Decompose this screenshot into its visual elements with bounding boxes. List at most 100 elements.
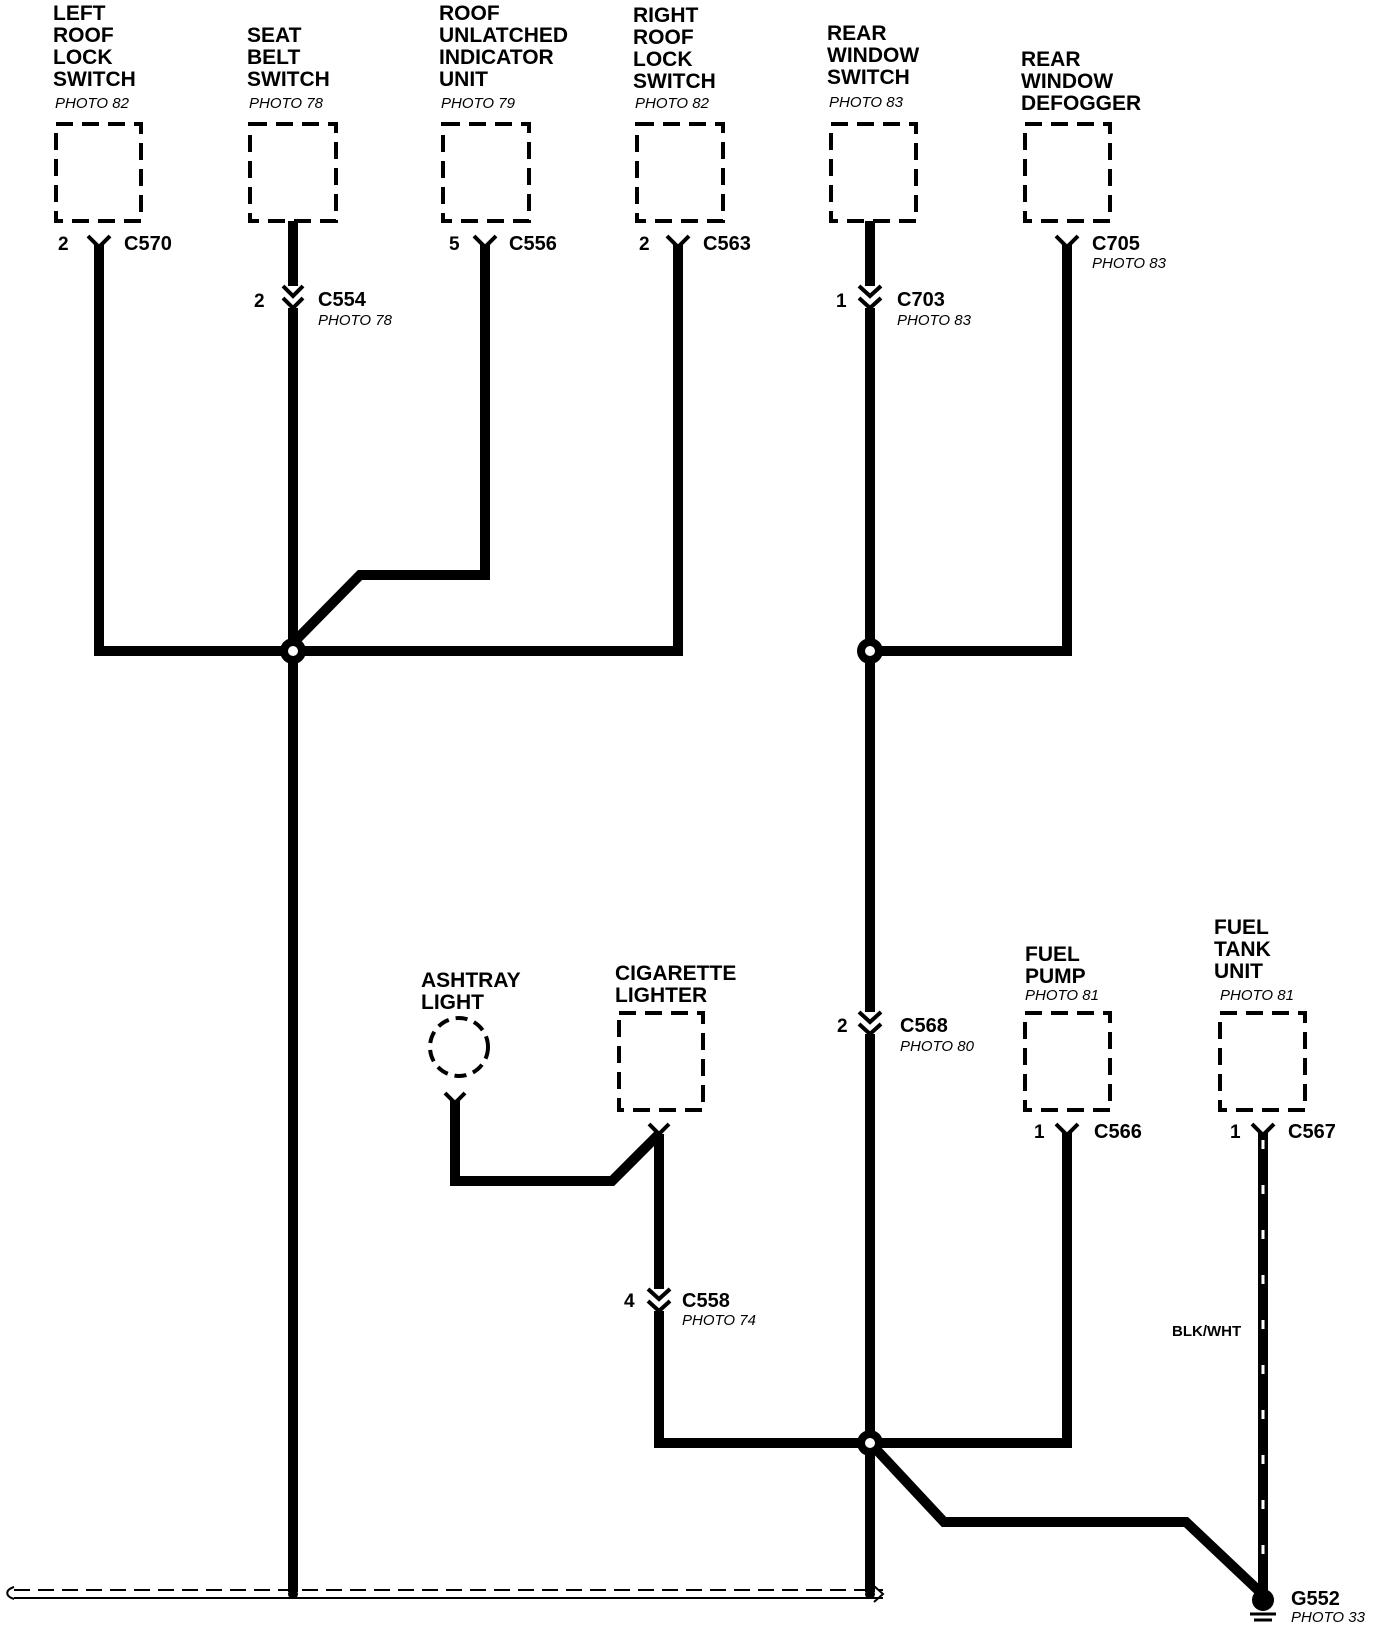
bottom-continuation [6, 1585, 885, 1603]
c563-name: C563 [703, 233, 751, 255]
right-roof-lock-switch-box [635, 122, 725, 223]
rear-window-defogger-label-1: REAR [1021, 48, 1081, 71]
rear-window-switch-label-3: SWITCH [827, 66, 910, 89]
left-roof-lock-switch-box [54, 122, 143, 223]
cigarette-lighter: CIGARETTE LIGHTER [615, 962, 736, 1137]
c558-terminal-upper [646, 1287, 672, 1302]
c570-name: C570 [124, 233, 172, 255]
c554-name: C554 [318, 289, 367, 311]
fuel-tank-unit: FUEL TANK UNIT PHOTO 81 [1214, 916, 1307, 1112]
c558-name: C558 [682, 1290, 730, 1312]
fuel-tank-unit-box [1218, 1011, 1307, 1112]
ground-g552: G552 PHOTO 33 [1250, 1588, 1366, 1626]
wire-cigarette-lighter-lower [654, 1311, 870, 1448]
c703-terminal-lower [857, 296, 883, 311]
c558-pin: 4 [624, 1291, 635, 1312]
c563-pin: 2 [639, 234, 650, 255]
fuel-pump-box [1023, 1011, 1112, 1112]
continuation-break-right [873, 1585, 885, 1603]
ground-symbol [1252, 1589, 1274, 1611]
rear-window-defogger: REAR WINDOW DEFOGGER [1021, 48, 1141, 223]
rear-window-switch-photo: PHOTO 83 [829, 94, 904, 111]
fuel-pump: FUEL PUMP PHOTO 81 [1023, 943, 1112, 1112]
c703-photo: PHOTO 83 [897, 312, 972, 329]
c558-photo: PHOTO 74 [682, 1312, 756, 1329]
wire-rear-defogger [870, 245, 1072, 656]
roof-unlatched-indicator-label-2: UNLATCHED [439, 24, 568, 47]
rear-window-switch-label-1: REAR [827, 22, 887, 45]
trunk-right-node [865, 1589, 875, 1599]
fuel-tank-unit-label-2: TANK [1214, 938, 1271, 961]
splice-right-lower-center [865, 1438, 875, 1448]
right-roof-lock-switch-photo: PHOTO 82 [635, 95, 710, 112]
left-roof-lock-switch-label-4: SWITCH [53, 68, 136, 91]
c705-name: C705 [1092, 233, 1140, 255]
c568-terminal-upper [857, 1010, 883, 1025]
ashtray-light: ASHTRAY LIGHT [421, 969, 521, 1106]
continuation-break-left [6, 1586, 15, 1600]
splice-left-center [288, 646, 298, 656]
rear-window-switch: REAR WINDOW SWITCH PHOTO 83 [827, 22, 919, 223]
right-roof-lock-switch-label-4: SWITCH [633, 70, 716, 93]
ashtray-light-symbol [428, 1016, 490, 1078]
right-roof-lock-switch-label-3: LOCK [633, 48, 693, 71]
trunk-left-node [288, 1589, 298, 1599]
fuel-pump-photo: PHOTO 81 [1025, 987, 1099, 1004]
rear-window-defogger-label-3: DEFOGGER [1021, 92, 1141, 115]
left-roof-lock-switch: LEFT ROOF LOCK SWITCH PHOTO 82 [53, 2, 143, 223]
c568-pin: 2 [837, 1016, 848, 1037]
connector-c556: 5 C556 [449, 233, 557, 255]
roof-unlatched-indicator-unit: ROOF UNLATCHED INDICATOR UNIT PHOTO 79 [439, 2, 568, 223]
wire-right-roof-lock [303, 245, 683, 656]
rear-window-defogger-label-2: WINDOW [1021, 70, 1113, 93]
right-roof-lock-switch-label-1: RIGHT [633, 4, 699, 27]
c567-pin: 1 [1230, 1122, 1241, 1143]
c556-pin: 5 [449, 234, 460, 255]
c566-pin: 1 [1034, 1122, 1045, 1143]
cigarette-lighter-terminal [647, 1122, 671, 1137]
rear-window-switch-label-2: WINDOW [827, 44, 919, 67]
splice-right-upper-center [865, 646, 875, 656]
seat-belt-switch-photo: PHOTO 78 [249, 95, 324, 112]
connector-c567: 1 C567 [1230, 1121, 1336, 1143]
c554-terminal-upper [281, 284, 305, 299]
fuel-pump-label-1: FUEL [1025, 943, 1080, 966]
lower-wiring: BLK/WHT [450, 1034, 1268, 1595]
left-roof-lock-switch-label-1: LEFT [53, 2, 106, 25]
right-roof-lock-switch-label-2: ROOF [633, 26, 694, 49]
seat-belt-switch-label-3: SWITCH [247, 68, 330, 91]
wire-roof-unlatched [292, 245, 490, 644]
g552-photo: PHOTO 33 [1291, 1609, 1366, 1626]
c705-photo: PHOTO 83 [1092, 255, 1167, 272]
c554-photo: PHOTO 78 [318, 312, 393, 329]
cigarette-lighter-label-1: CIGARETTE [615, 962, 736, 985]
cigarette-lighter-label-2: LIGHTER [615, 984, 707, 1007]
fuel-tank-unit-photo: PHOTO 81 [1220, 987, 1294, 1004]
wire-color-label: BLK/WHT [1172, 1323, 1241, 1340]
connector-c705: C705 PHOTO 83 [1054, 233, 1167, 272]
left-roof-lock-switch-label-3: LOCK [53, 46, 113, 69]
left-roof-lock-switch-photo: PHOTO 82 [55, 95, 130, 112]
fuel-tank-unit-label-3: UNIT [1214, 960, 1263, 983]
connector-c570: 2 C570 [58, 233, 172, 255]
wire-to-g552 [869, 1442, 1263, 1595]
connector-c558: 4 C558 PHOTO 74 [624, 1287, 756, 1329]
seat-belt-switch: SEAT BELT SWITCH PHOTO 78 [247, 24, 338, 223]
c556-name: C556 [509, 233, 557, 255]
roof-unlatched-indicator-photo: PHOTO 79 [441, 95, 516, 112]
seat-belt-switch-label-2: BELT [247, 46, 300, 69]
connector-c703: 1 C703 PHOTO 83 [836, 284, 972, 329]
roof-unlatched-indicator-box [441, 122, 531, 223]
rear-window-switch-box [829, 122, 918, 223]
fuel-tank-unit-label-1: FUEL [1214, 916, 1269, 939]
roof-unlatched-indicator-label-3: INDICATOR [439, 46, 554, 69]
left-roof-lock-switch-label-2: ROOF [53, 24, 114, 47]
right-roof-lock-switch: RIGHT ROOF LOCK SWITCH PHOTO 82 [633, 4, 725, 223]
c554-pin: 2 [254, 291, 265, 312]
roof-unlatched-indicator-label-1: ROOF [439, 2, 500, 25]
seat-belt-switch-box [248, 122, 338, 223]
g552-name: G552 [1291, 1588, 1340, 1610]
c568-name: C568 [900, 1015, 948, 1037]
c567-name: C567 [1288, 1121, 1336, 1143]
